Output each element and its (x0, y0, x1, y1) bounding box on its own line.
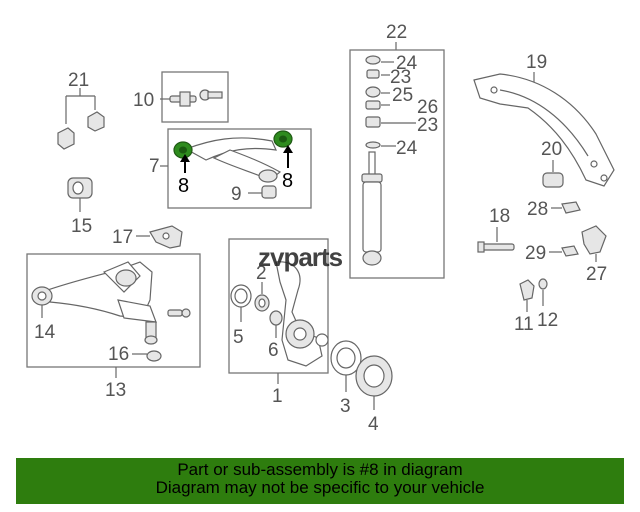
label-29: 29 (525, 243, 546, 264)
label-2: 2 (256, 263, 267, 284)
label-24b: 24 (396, 138, 418, 159)
frame-bracket-19 (473, 73, 615, 187)
label-15: 15 (71, 216, 92, 237)
bushing-15 (67, 177, 93, 199)
label-20: 20 (541, 139, 562, 160)
bracket-27 (581, 225, 607, 255)
part-29 (561, 245, 579, 257)
label-8-left: 8 (178, 175, 189, 197)
shock-components (365, 55, 381, 149)
part-11 (519, 279, 535, 301)
box-13 (26, 253, 201, 368)
label-21: 21 (68, 70, 89, 91)
info-banner: Part or sub-assembly is #8 in diagram Di… (16, 458, 624, 504)
clip-28 (561, 201, 581, 214)
label-6: 6 (268, 340, 279, 361)
nut-group-21 (57, 88, 105, 150)
label-18: 18 (489, 206, 510, 227)
label-5: 5 (233, 327, 244, 348)
upper-control-arm (184, 137, 282, 199)
label-7: 7 (149, 156, 160, 177)
part-12 (538, 278, 548, 290)
lower-control-arm (41, 261, 158, 345)
bracket-17 (149, 225, 183, 249)
label-4: 4 (368, 414, 379, 435)
watermark-logo: zvparts (258, 242, 343, 272)
steering-knuckle (275, 261, 329, 367)
seal-5 (230, 284, 252, 308)
bushing-14 (31, 286, 53, 306)
box-22 (349, 49, 445, 279)
label-1: 1 (272, 386, 283, 407)
hub-4 (355, 355, 393, 397)
label-17: 17 (112, 227, 133, 248)
label-8-right: 8 (282, 170, 293, 192)
bearing-6 (269, 310, 283, 326)
box-10 (161, 71, 229, 123)
part-16 (146, 350, 162, 362)
banner-line-2: Diagram may not be specific to your vehi… (155, 478, 485, 497)
bushing-8-right (273, 130, 293, 148)
label-13: 13 (105, 380, 126, 401)
label-26: 26 (417, 97, 438, 118)
bolt-10 (169, 89, 223, 107)
label-28: 28 (527, 199, 548, 220)
banner-line-1: Part or sub-assembly is #8 in diagram (177, 460, 463, 479)
bushing-20 (542, 172, 564, 188)
label-11: 11 (514, 314, 534, 335)
label-14: 14 (34, 322, 56, 343)
shock-absorber (361, 151, 383, 266)
box-7 (167, 128, 312, 209)
label-12: 12 (537, 310, 558, 331)
bolt-lower (167, 308, 191, 318)
dust-shield-3 (330, 340, 362, 376)
label-9: 9 (231, 184, 242, 205)
label-27: 27 (586, 264, 607, 285)
bushing-8-left (173, 141, 193, 159)
bearing-2 (254, 294, 270, 312)
label-23a: 23 (390, 67, 411, 88)
label-23b: 23 (417, 115, 438, 136)
label-10: 10 (133, 90, 154, 111)
label-22: 22 (386, 22, 407, 43)
label-19: 19 (526, 52, 547, 73)
label-25: 25 (392, 85, 413, 106)
label-24a: 24 (396, 53, 418, 74)
label-16: 16 (108, 344, 129, 365)
bolt-18 (477, 241, 515, 253)
label-3: 3 (340, 396, 351, 417)
